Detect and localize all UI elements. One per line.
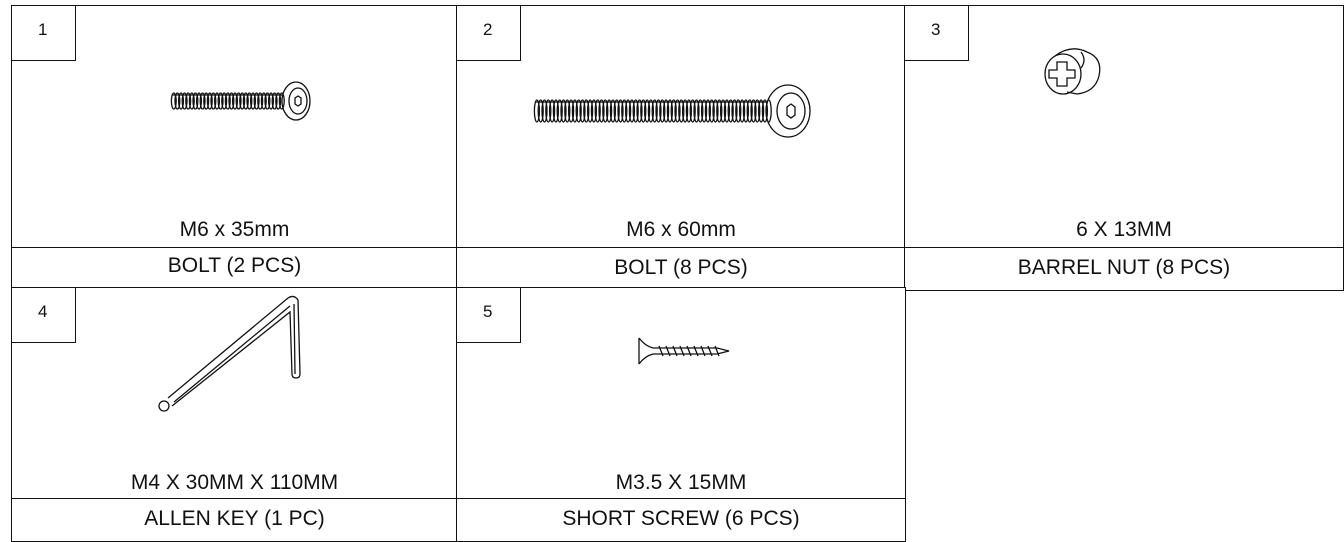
part-name: ALLEN KEY (1 PC) [11, 498, 458, 542]
allen-key-icon [158, 295, 301, 412]
part-spec: M6 x 60mm [626, 218, 736, 241]
part-number: 2 [457, 6, 521, 61]
part-cell-5: 5 M3.5 X 15MM [456, 287, 906, 502]
part-name: SHORT SCREW (6 PCS) [456, 498, 906, 542]
part-number: 4 [12, 288, 76, 343]
part-spec: 6 X 13MM [1076, 218, 1172, 241]
part-spec: M6 x 35mm [179, 218, 290, 241]
part-name: BARREL NUT (8 PCS) [904, 247, 1344, 291]
part-cell-1: 1 M6 x 35mm [11, 5, 458, 249]
part-name: BOLT (8 PCS) [456, 247, 906, 291]
part-cell-2: 2 M6 x 60mm [456, 5, 906, 249]
part-cell-3: 3 6 X 13MM [904, 5, 1344, 249]
part-spec: M4 X 30MM X 110MM [130, 471, 339, 494]
part-number: 5 [457, 288, 521, 343]
part-number: 3 [905, 6, 969, 61]
bolt-icon [533, 84, 811, 138]
part-name: BOLT (2 PCS) [11, 247, 458, 289]
short-screw-icon [638, 337, 730, 365]
bolt-icon [170, 81, 311, 121]
barrel-nut-icon [1044, 48, 1101, 95]
part-cell-4: 4 M4 X 30MM X 110MM [11, 287, 458, 502]
part-spec: M3.5 X 15MM [615, 471, 747, 494]
part-number: 1 [12, 6, 76, 61]
